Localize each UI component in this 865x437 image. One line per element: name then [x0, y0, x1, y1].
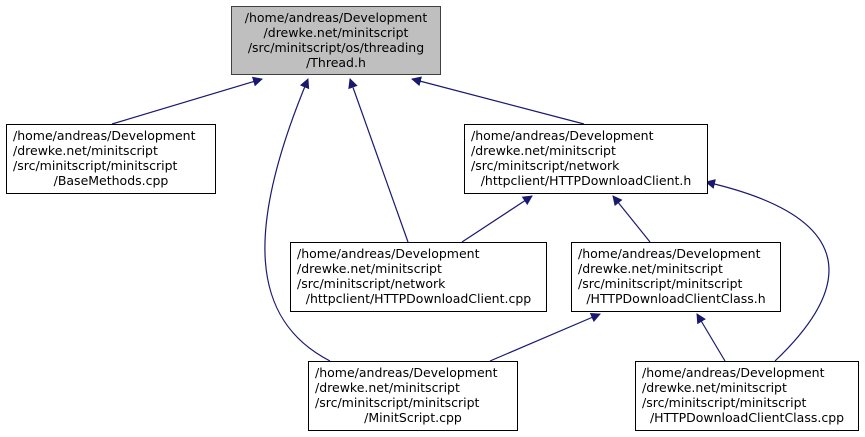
- node-line: /src/minitscript/os/threading: [247, 40, 425, 55]
- graph-node-basemethods-cpp[interactable]: /home/andreas/Development /drewke.net/mi…: [6, 124, 216, 194]
- graph-node-httpdownloadclient-cpp[interactable]: /home/andreas/Development /drewke.net/mi…: [290, 242, 547, 312]
- node-line: /MinitScript.cpp: [364, 410, 462, 425]
- edge-basemethods-cpp-to-thread-h: [111, 76, 263, 125]
- node-line: /httpclient/HTTPDownloadClient.h: [480, 173, 692, 188]
- edge-httpdownloadclientclass-h-to-httpdownloadclient-h: [612, 195, 651, 243]
- node-line: /Thread.h: [306, 55, 366, 70]
- node-line: /src/minitscript/minitscript: [642, 395, 807, 410]
- node-line: /drewke.net/minitscript: [297, 261, 442, 276]
- node-line: /home/andreas/Development: [642, 365, 825, 380]
- edge-httpdownloadclient-h-to-thread-h: [411, 76, 585, 125]
- node-line: /home/andreas/Development: [244, 10, 428, 25]
- node-line: /home/andreas/Development: [471, 128, 654, 143]
- edge-minitscript-cpp-to-thread-h: [264, 78, 331, 362]
- node-line: /drewke.net/minitscript: [578, 261, 723, 276]
- node-line: /drewke.net/minitscript: [471, 143, 616, 158]
- node-line: /home/andreas/Development: [315, 365, 498, 380]
- node-line: /httpclient/HTTPDownloadClient.cpp: [305, 291, 532, 306]
- edge-httpdownloadclient-cpp-to-httpdownloadclient-h: [461, 195, 533, 243]
- graph-node-httpdownloadclientclass-h[interactable]: /home/andreas/Development /drewke.net/mi…: [571, 242, 781, 312]
- node-line: /home/andreas/Development: [578, 246, 761, 261]
- node-line: /HTTPDownloadClientClass.h: [586, 291, 766, 306]
- edge-httpdownloadclient-cpp-to-thread-h: [348, 78, 409, 243]
- node-line: /home/andreas/Development: [13, 128, 196, 143]
- node-line: /drewke.net/minitscript: [13, 143, 158, 158]
- node-line: /src/minitscript/network: [297, 276, 446, 291]
- node-line: /src/minitscript/minitscript: [13, 158, 178, 173]
- node-line: /HTTPDownloadClientClass.cpp: [649, 410, 845, 425]
- node-line: /src/minitscript/minitscript: [315, 395, 480, 410]
- graph-node-httpdownloadclient-h[interactable]: /home/andreas/Development /drewke.net/mi…: [464, 124, 708, 194]
- node-line: /home/andreas/Development: [297, 246, 480, 261]
- graph-node-httpdownloadclientclass-cpp[interactable]: /home/andreas/Development /drewke.net/mi…: [635, 361, 859, 431]
- node-line: /drewke.net/minitscript: [315, 380, 460, 395]
- edge-minitscript-cpp-to-httpdownloadclientclass-h: [489, 312, 601, 362]
- graph-node-thread-h[interactable]: /home/andreas/Development /drewke.net/mi…: [231, 6, 441, 75]
- edge-httpdownloadclientclass-cpp-to-httpdownloadclient-h: [705, 179, 830, 362]
- node-line: /BaseMethods.cpp: [53, 173, 169, 188]
- graph-node-minitscript-cpp[interactable]: /home/andreas/Development /drewke.net/mi…: [308, 361, 518, 431]
- node-line: /drewke.net/minitscript: [263, 25, 409, 40]
- node-line: /src/minitscript/minitscript: [578, 276, 743, 291]
- edge-httpdownloadclientclass-cpp-to-httpdownloadclientclass-h: [696, 313, 726, 362]
- node-line: /drewke.net/minitscript: [642, 380, 787, 395]
- node-line: /src/minitscript/network: [471, 158, 620, 173]
